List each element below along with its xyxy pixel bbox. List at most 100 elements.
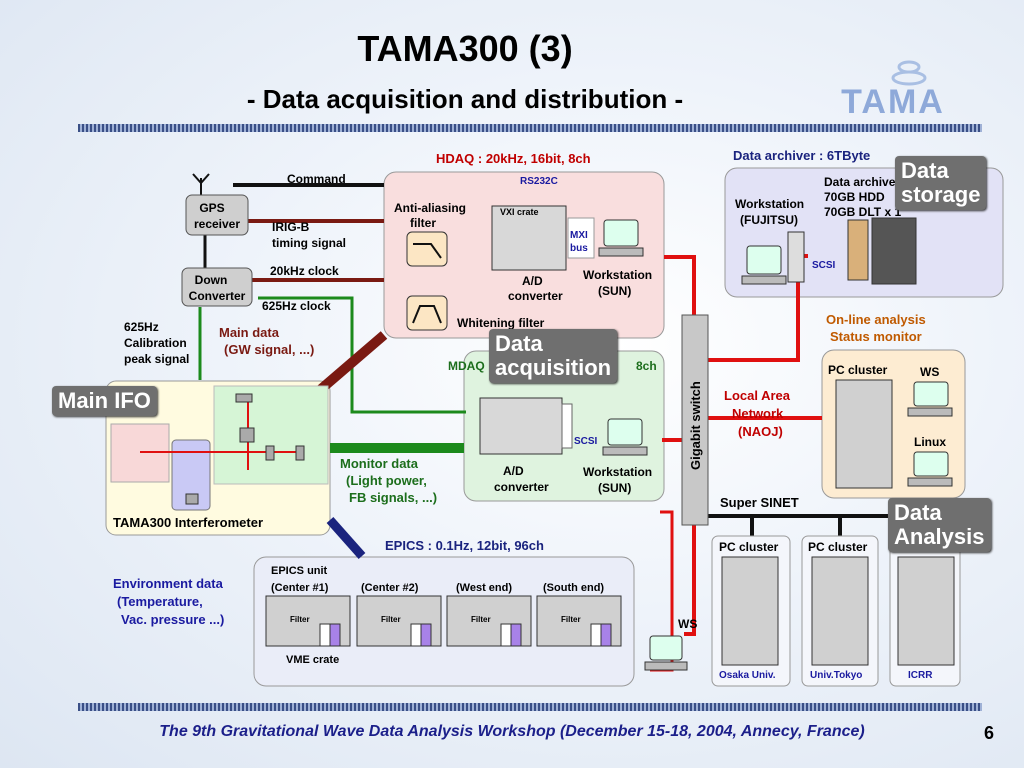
svg-text:On-line analysis: On-line analysis xyxy=(826,312,926,327)
main-data-label-1: Main data xyxy=(219,325,280,340)
svg-text:A/D: A/D xyxy=(522,274,543,288)
svg-text:RS232C: RS232C xyxy=(520,176,558,187)
svg-text:SCSI: SCSI xyxy=(574,436,598,447)
svg-text:PC cluster: PC cluster xyxy=(719,540,779,554)
svg-text:Filter: Filter xyxy=(290,615,310,624)
vme-crate-2: Filter xyxy=(356,595,442,647)
svg-text:ICRR: ICRR xyxy=(908,670,933,681)
hdaq-contents: HDAQ : 20kHz, 16bit, 8ch RS232C Anti-ali… xyxy=(394,151,652,331)
slide-title: TAMA300 (3) xyxy=(357,28,573,69)
svg-text:VXI crate: VXI crate xyxy=(500,207,539,217)
svg-text:A/D: A/D xyxy=(503,464,524,478)
monitor-label-1: Monitor data xyxy=(340,456,419,471)
network: Local Area Network (NAOJ) Gigabit switch… xyxy=(681,314,799,526)
timing-signal-label: timing signal xyxy=(272,236,346,250)
clock-20k-label: 20kHz clock xyxy=(270,264,339,278)
svg-text:Anti-aliasing: Anti-aliasing xyxy=(394,201,466,215)
gps-receiver: GPS receiver xyxy=(185,173,249,236)
svg-text:EPICS unit: EPICS unit xyxy=(271,565,328,577)
env-label-3: Vac. pressure ...) xyxy=(121,612,224,627)
svg-text:Network: Network xyxy=(732,406,784,421)
svg-text:Status monitor: Status monitor xyxy=(830,329,922,344)
mdaq-contents: MDAQ 8ch SCSI A/D converter Workstation … xyxy=(448,359,657,495)
signal-lines xyxy=(198,183,938,672)
svg-text:Filter: Filter xyxy=(561,615,581,624)
svg-text:PC cluster: PC cluster xyxy=(828,363,888,377)
svg-text:Workstation: Workstation xyxy=(583,465,652,479)
env-label-2: (Temperature, xyxy=(117,594,203,609)
online-analysis-contents: On-line analysis Status monitor PC clust… xyxy=(826,312,953,489)
svg-text:Filter: Filter xyxy=(471,615,491,624)
vme-crate-4: Filter xyxy=(536,595,622,647)
svg-text:70GB DLT x 1: 70GB DLT x 1 xyxy=(824,205,901,219)
top-divider xyxy=(78,124,982,132)
calibration-label-1: 625Hz xyxy=(124,320,159,334)
svg-text:Local Area: Local Area xyxy=(724,388,791,403)
epics-contents: EPICS : 0.1Hz, 12bit, 96ch EPICS unit (C… xyxy=(265,538,697,671)
svg-text:Down: Down xyxy=(195,273,228,287)
svg-text:converter: converter xyxy=(508,289,563,303)
svg-text:Filter: Filter xyxy=(381,615,401,624)
svg-text:SCSI: SCSI xyxy=(812,260,836,271)
vme-crate-1: Filter xyxy=(265,595,351,647)
svg-text:WS: WS xyxy=(920,365,939,379)
svg-text:bus: bus xyxy=(570,243,588,254)
irigb-label: IRIG-B xyxy=(272,220,310,234)
monitor-label-2: (Light power, xyxy=(346,473,427,488)
svg-text:(West end): (West end) xyxy=(456,582,512,594)
svg-text:HDAQ : 20kHz, 16bit, 8ch: HDAQ : 20kHz, 16bit, 8ch xyxy=(436,151,591,166)
epics-box xyxy=(253,556,635,687)
svg-text:EPICS : 0.1Hz, 12bit, 96ch: EPICS : 0.1Hz, 12bit, 96ch xyxy=(385,538,544,553)
svg-text:(Center #1): (Center #1) xyxy=(271,582,329,594)
vme-crate-3: Filter xyxy=(446,595,532,647)
remote-clusters: PC cluster Osaka Univ. PC cluster Univ.T… xyxy=(711,535,961,687)
svg-text:(SUN): (SUN) xyxy=(598,284,631,298)
command-label: Command xyxy=(287,172,346,186)
svg-text:(FUJITSU): (FUJITSU) xyxy=(740,213,798,227)
down-converter: Down Converter xyxy=(181,267,253,307)
monitor-label-3: FB signals, ...) xyxy=(349,490,437,505)
svg-text:Gigabit switch: Gigabit switch xyxy=(688,381,703,470)
svg-text:Osaka Univ.: Osaka Univ. xyxy=(719,670,776,681)
svg-text:VME crate: VME crate xyxy=(286,654,339,666)
svg-text:receiver: receiver xyxy=(194,217,240,231)
page-number: 6 xyxy=(984,723,995,743)
svg-text:Univ.Tokyo: Univ.Tokyo xyxy=(810,670,862,681)
slide-subtitle: - Data acquisition and distribution - xyxy=(246,84,684,114)
svg-text:converter: converter xyxy=(494,480,549,494)
clock-625-label: 625Hz clock xyxy=(262,299,331,313)
svg-text:(NAOJ): (NAOJ) xyxy=(738,424,783,439)
tama-logo: TAMA xyxy=(841,60,945,121)
svg-text:PC cluster: PC cluster xyxy=(808,540,868,554)
svg-text:Data archiver: Data archiver xyxy=(824,175,900,189)
svg-text:8ch: 8ch xyxy=(636,359,657,373)
ifo-diagram: TAMA300 Interferometer xyxy=(110,385,329,530)
svg-text:Data archiver : 6TByte: Data archiver : 6TByte xyxy=(733,148,870,163)
bottom-divider xyxy=(78,703,982,711)
main-ifo-tag: Main IFO xyxy=(52,386,157,416)
svg-text:Linux: Linux xyxy=(914,435,946,449)
svg-text:(South end): (South end) xyxy=(543,582,604,594)
main-data-label-2: (GW signal, ...) xyxy=(224,342,314,357)
svg-text:MDAQ: MDAQ xyxy=(448,359,485,373)
env-label-1: Environment data xyxy=(113,576,224,591)
svg-text:Workstation: Workstation xyxy=(735,197,804,211)
svg-text:GPS: GPS xyxy=(199,201,224,215)
calibration-label-3: peak signal xyxy=(124,352,189,366)
svg-text:Super SINET: Super SINET xyxy=(720,495,799,510)
svg-text:70GB HDD: 70GB HDD xyxy=(824,190,885,204)
logo-text: TAMA xyxy=(841,83,945,121)
svg-text:WS: WS xyxy=(678,617,697,631)
svg-text:(SUN): (SUN) xyxy=(598,481,631,495)
svg-text:Whitening filter: Whitening filter xyxy=(457,316,545,330)
archiver-contents: Data archiver : 6TByte Workstation (FUJI… xyxy=(733,148,917,285)
svg-text:Workstation: Workstation xyxy=(583,268,652,282)
svg-text:Converter: Converter xyxy=(189,289,246,303)
svg-text:filter: filter xyxy=(410,216,436,230)
calibration-label-2: Calibration xyxy=(124,336,187,350)
footer-text: The 9th Gravitational Wave Data Analysis… xyxy=(159,723,865,740)
